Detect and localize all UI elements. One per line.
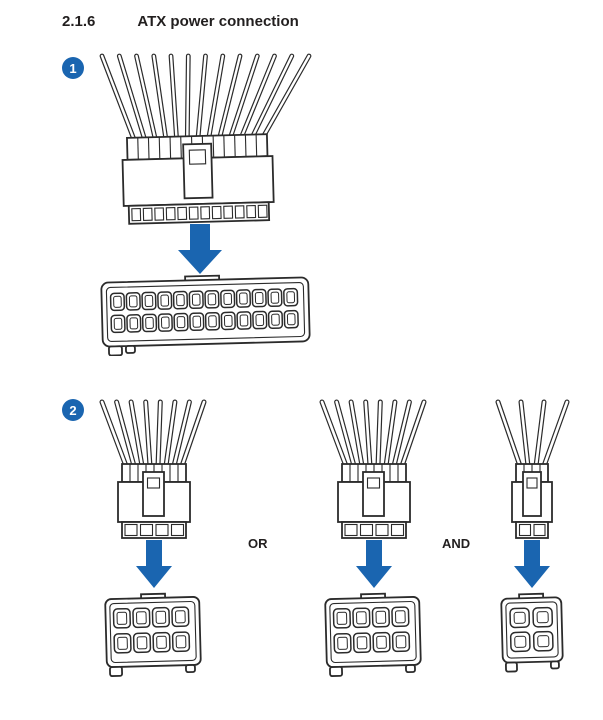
wire-bundle-8pin-icon (319, 399, 427, 469)
socket-foot (504, 661, 518, 673)
step-2-badge: 2 (62, 399, 84, 421)
socket-foot (185, 664, 196, 673)
socket-foot (329, 665, 343, 677)
section-number: 2.1.6 (62, 13, 96, 30)
down-arrow-icon (136, 540, 172, 588)
down-arrow-icon (178, 224, 222, 274)
atx-24pin-connection-illustration (99, 53, 312, 356)
eps-8pin-connection-illustration-middle (319, 399, 427, 677)
or-label: OR (248, 536, 268, 551)
section-heading: 2.1.6 ATX power connection (62, 13, 299, 30)
plug-8pin-icon (337, 463, 411, 539)
socket-4pin-icon (500, 592, 564, 673)
down-arrow-icon (514, 540, 550, 588)
socket-8pin-icon (104, 592, 202, 677)
step-1-number: 1 (69, 60, 77, 76)
wire-bundle-8pin-icon (99, 399, 207, 469)
socket-8pin-icon (324, 592, 422, 677)
socket-foot (405, 664, 416, 673)
atx-4pin-connection-illustration (495, 399, 570, 673)
socket-foot (108, 345, 123, 356)
step-1-badge: 1 (62, 57, 84, 79)
eps-8pin-connection-illustration-left (99, 399, 207, 677)
socket-foot (549, 660, 560, 670)
plug-8pin-icon (117, 463, 191, 539)
socket-foot (109, 665, 123, 677)
socket-24pin-icon (100, 274, 311, 356)
plug-4pin-icon (511, 463, 553, 539)
plug-24pin-icon (121, 133, 275, 225)
step-2-number: 2 (69, 402, 77, 418)
down-arrow-icon (356, 540, 392, 588)
and-label: AND (442, 536, 471, 551)
section-title: ATX power connection (137, 13, 299, 30)
wire-bundle-4pin-icon (495, 399, 570, 469)
wire-bundle-24pin-icon (99, 53, 312, 141)
socket-foot (125, 344, 136, 354)
